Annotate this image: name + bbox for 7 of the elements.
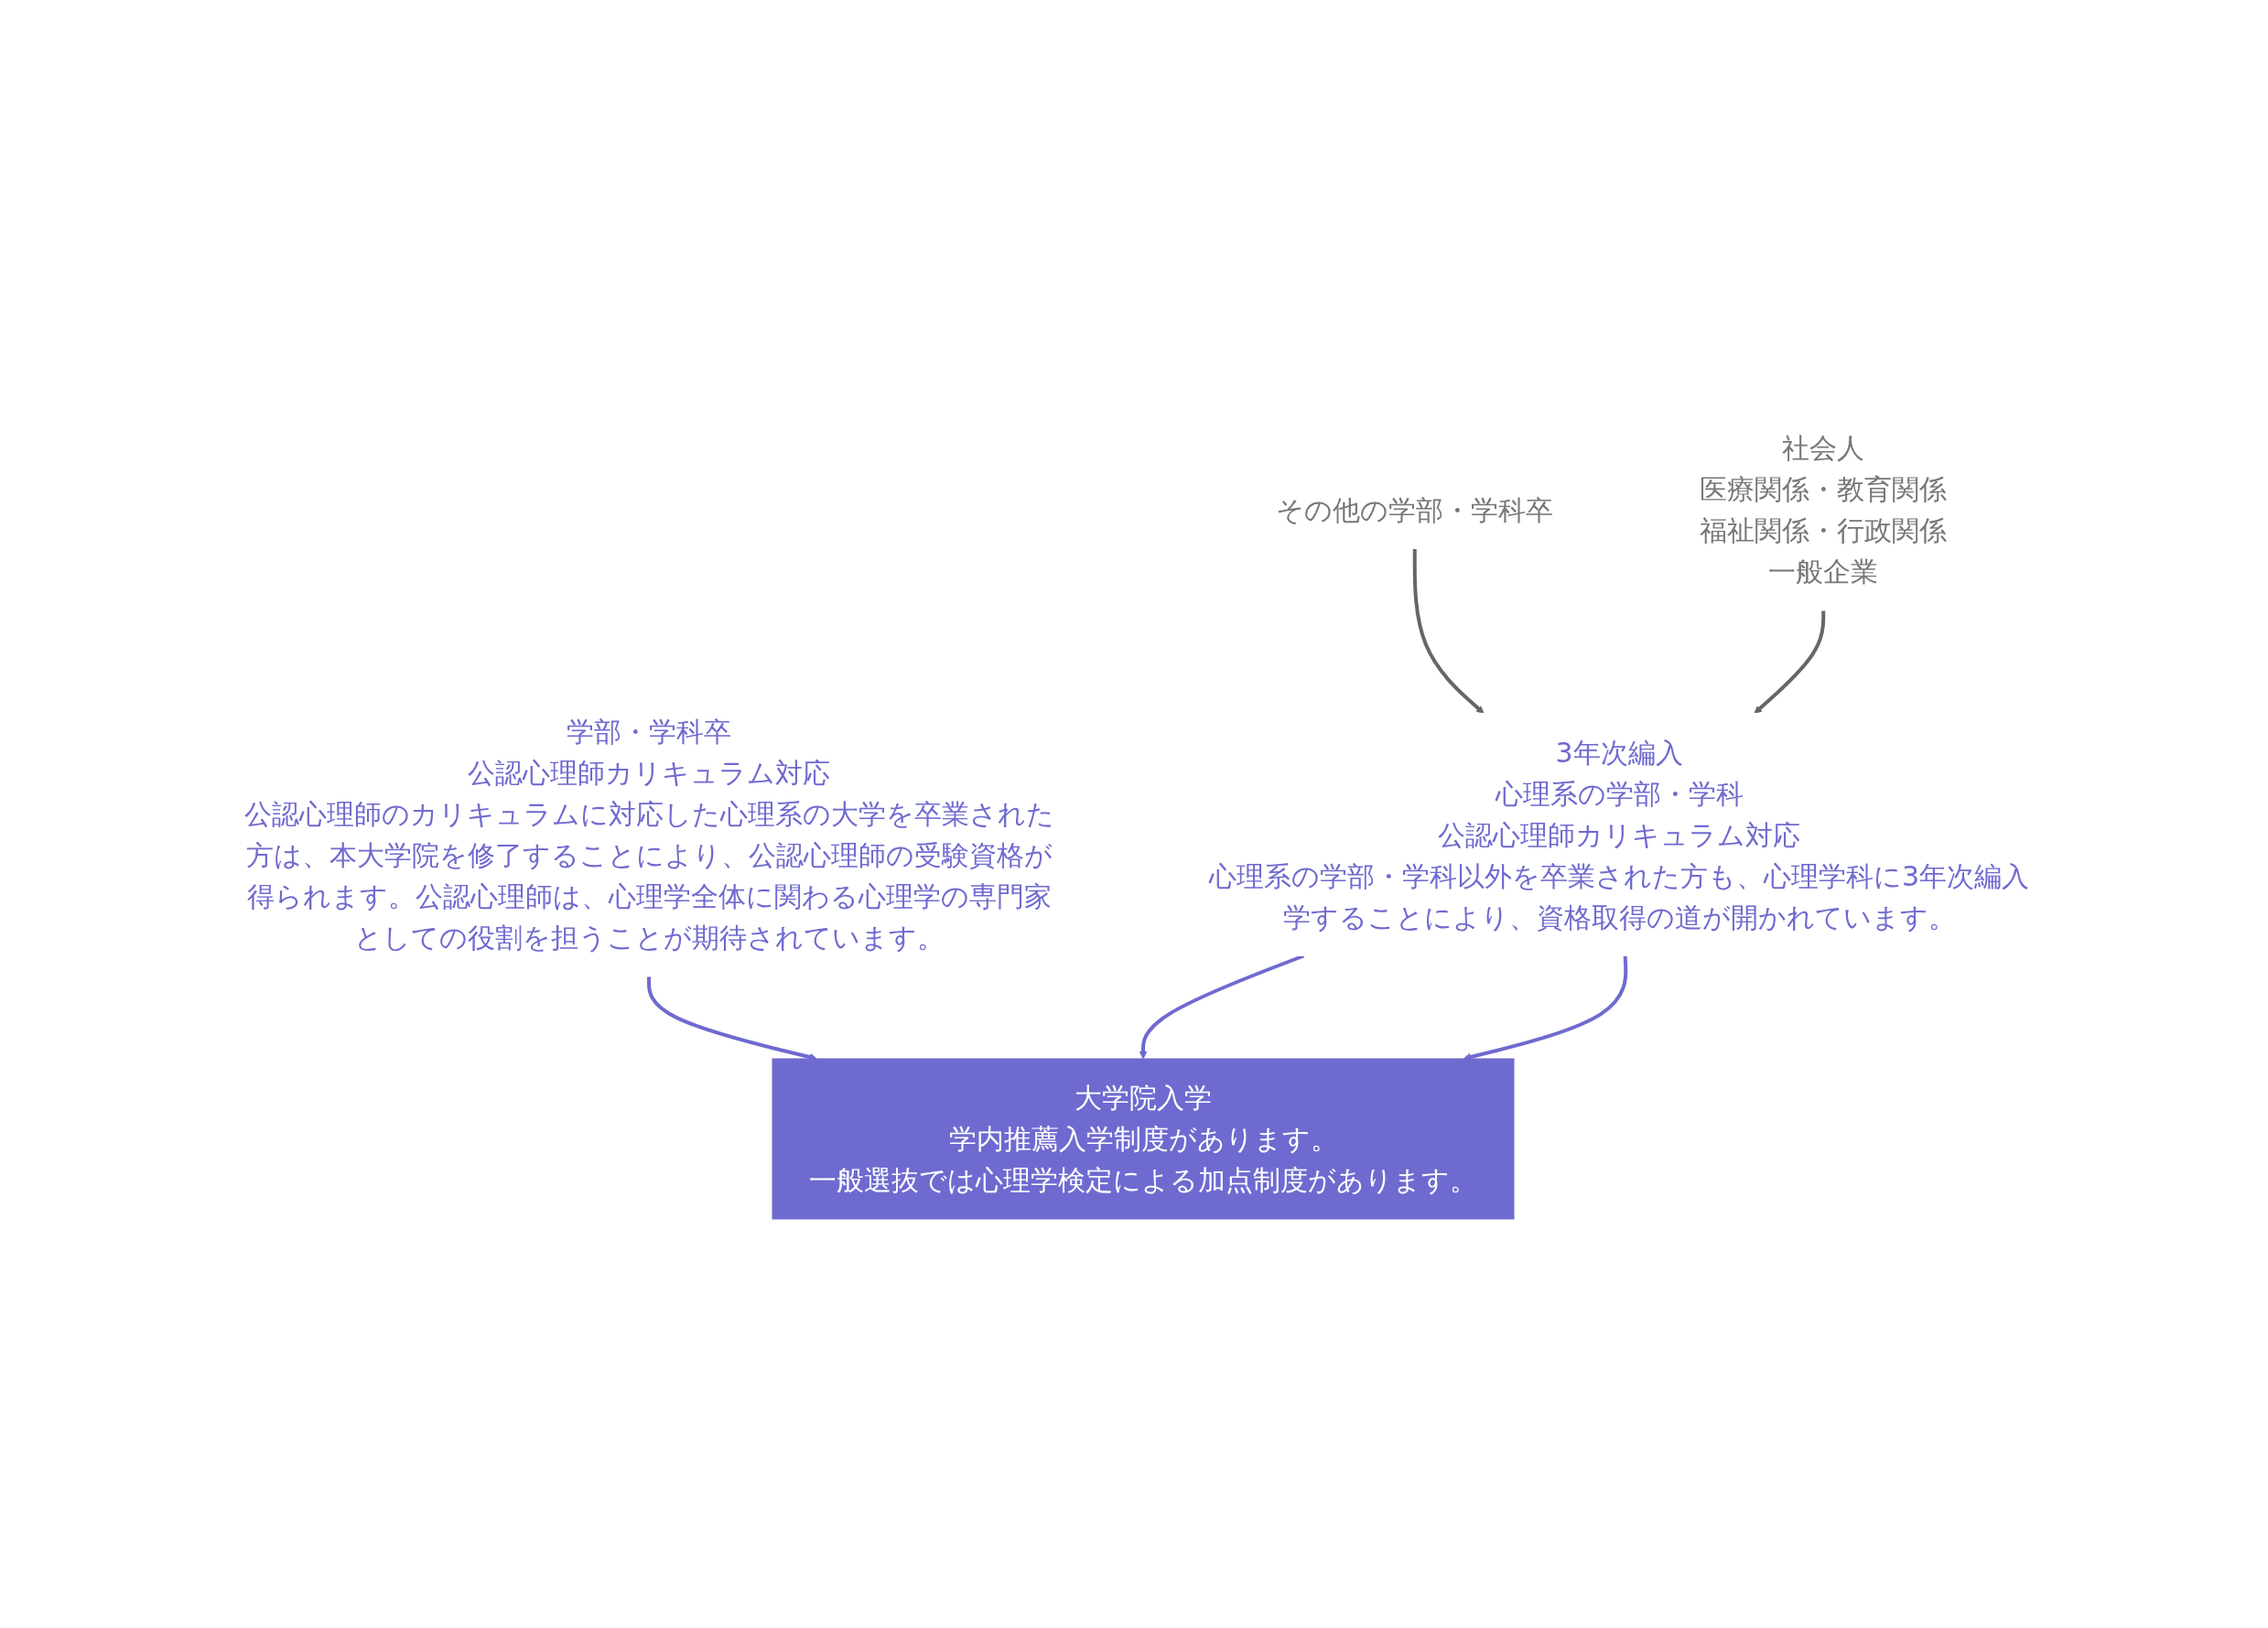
node-text: 学部・学科卒 公認心理師カリキュラム対応 公認心理師のカリキュラムに対応した心理系の大学を卒業された方は、本大学院を修了することにより、公認心理師の受験資格が得られます。公認心理師は、心理学全体に関わる心理学の専門家としての役割を担うことが期待されています。 [243, 716, 1054, 954]
node-text: 社会人 医療関係・教育関係 福祉関係・行政関係 一般企業 [1700, 432, 1948, 588]
node-box: 大学院入学 学内推薦入学制度があります。 一般選抜では心理学検定による加点制度があります。 [772, 1058, 1515, 1220]
node-text: その他の学部・学科卒 [1276, 493, 1554, 526]
arrow [1754, 610, 1826, 714]
arrow [1412, 548, 1485, 714]
node-text: 3年次編入 心理系の学部・学科 公認心理師カリキュラム対応 心理系の学部・学科以外を卒業された方も、心理学科に3年次編入学することにより、資格取得の道が開かれています。 [1208, 736, 2030, 933]
